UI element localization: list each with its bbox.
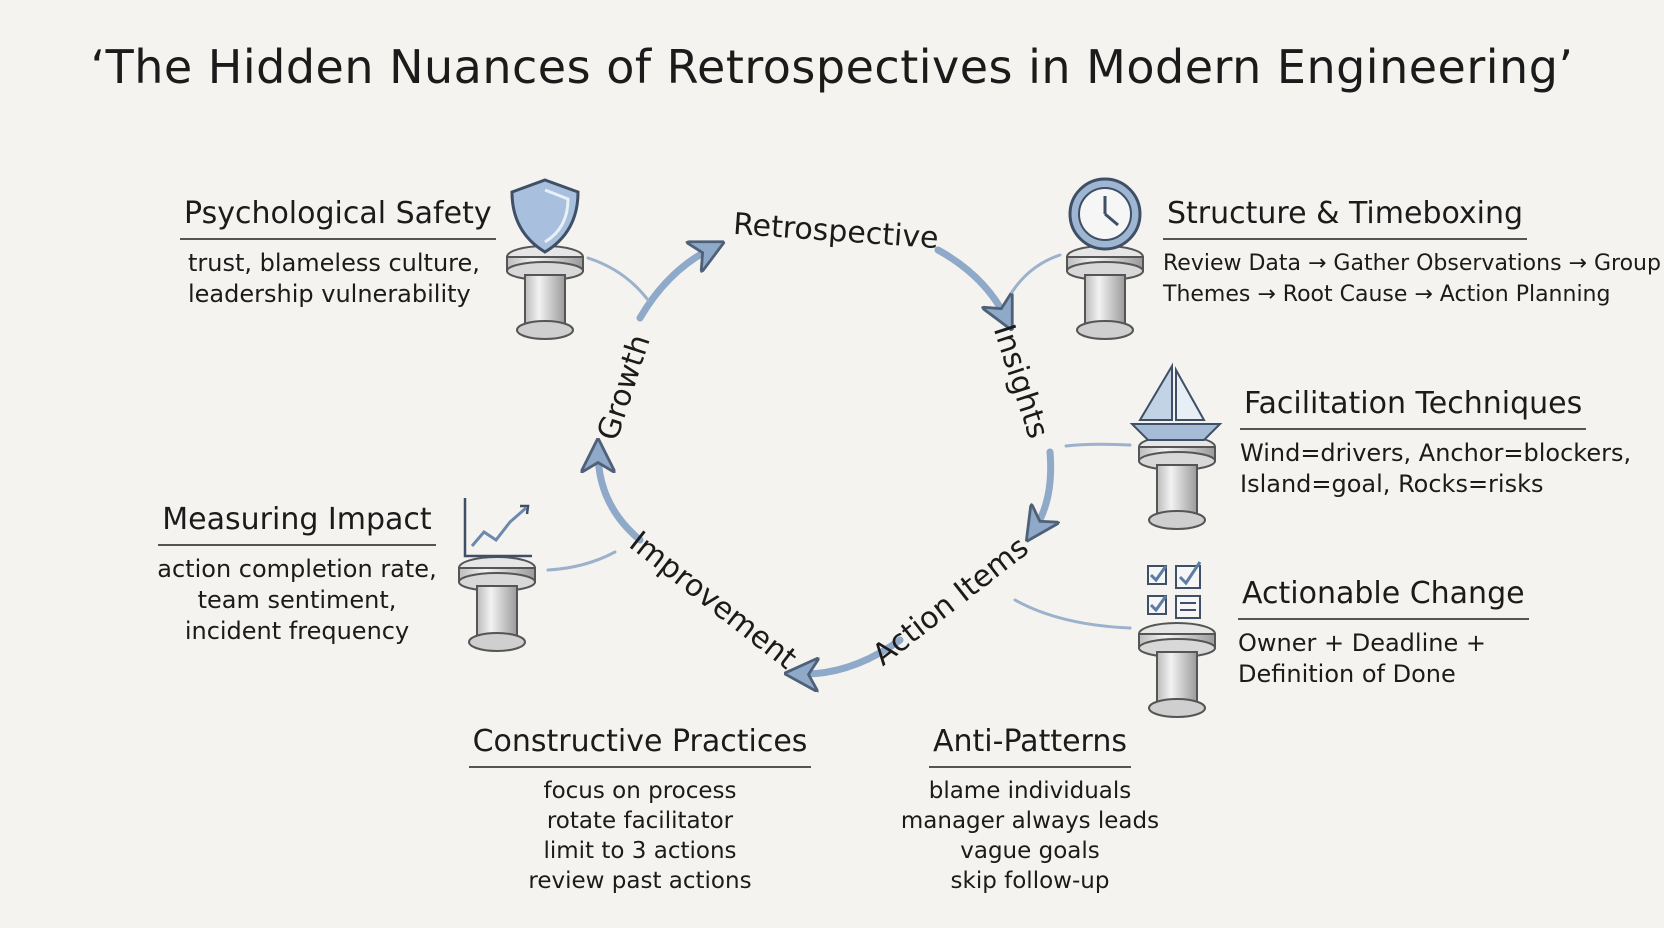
arrow-improvement-to-growth: [598, 452, 644, 544]
cycle-arrows: [598, 248, 1051, 674]
topic-structure-timeboxing: Structure & Timeboxing Review Data → Gat…: [1163, 194, 1661, 310]
clock-icon: [1068, 177, 1142, 251]
topic-measuring-impact: Measuring Impact action completion rate,…: [152, 500, 442, 647]
topic-line: limit to 3 actions: [543, 838, 737, 864]
arrow-growth-to-retrospective: [636, 248, 712, 322]
topic-line: Owner + Deadline +: [1238, 629, 1486, 657]
topic-actionable-change: Actionable Change Owner + Deadline + Def…: [1238, 574, 1529, 690]
arrow-retrospective-to-insights: [934, 246, 1006, 318]
connectors: [546, 253, 1132, 630]
topic-heading: Psychological Safety: [180, 194, 496, 240]
topic-line: action completion rate,: [157, 555, 437, 583]
line-chart-icon: [463, 498, 532, 558]
topic-psychological-safety: Psychological Safety trust, blameless cu…: [180, 194, 496, 310]
topic-line: rotate facilitator: [546, 808, 734, 834]
topic-line: focus on process: [543, 778, 737, 804]
topic-line: vague goals: [960, 838, 1100, 864]
sailboat-icon: [1129, 362, 1223, 441]
topic-line: review past actions: [528, 868, 752, 894]
topic-heading: Anti-Patterns: [928, 722, 1132, 768]
checklist-icon: [1147, 561, 1202, 619]
topic-line: leadership vulnerability: [188, 280, 471, 308]
topic-line: Themes → Root Cause → Action Planning: [1163, 282, 1611, 307]
pedestal-structure-timeboxing: [1066, 245, 1144, 340]
arrow-insights-to-action-items: [1034, 448, 1051, 530]
topic-line: incident frequency: [184, 617, 410, 645]
topic-line: blame individuals: [928, 778, 1132, 804]
pedestal-actionable-change: [1138, 622, 1216, 718]
pedestal-psychological-safety: [506, 245, 584, 340]
pedestal-facilitation-techniques: [1138, 435, 1216, 530]
topic-heading: Constructive Practices: [468, 722, 812, 768]
topic-heading: Measuring Impact: [158, 500, 436, 546]
arrow-action-items-to-improvement: [798, 636, 904, 674]
topic-heading: Actionable Change: [1238, 574, 1529, 620]
pedestal-measuring-impact: [458, 556, 536, 652]
page-title: ‘The Hidden Nuances of Retrospectives in…: [90, 40, 1574, 94]
topic-heading: Facilitation Techniques: [1240, 384, 1587, 430]
topic-line: skip follow-up: [950, 868, 1110, 894]
topic-anti-patterns: Anti-Patterns blame individuals manager …: [880, 722, 1180, 896]
topic-line: Island=goal, Rocks=risks: [1240, 470, 1544, 498]
topic-line: Review Data → Gather Observations → Grou…: [1163, 251, 1661, 276]
topic-line: Definition of Done: [1238, 660, 1456, 688]
topic-line: team sentiment,: [197, 586, 397, 614]
topic-line: Wind=drivers, Anchor=blockers,: [1240, 439, 1632, 467]
topic-line: manager always leads: [900, 808, 1160, 834]
topic-line: trust, blameless culture,: [188, 249, 480, 277]
topic-facilitation-techniques: Facilitation Techniques Wind=drivers, An…: [1240, 384, 1631, 500]
topic-constructive-practices: Constructive Practices focus on process …: [460, 722, 820, 896]
shield-icon: [510, 178, 580, 254]
topic-heading: Structure & Timeboxing: [1163, 194, 1528, 240]
